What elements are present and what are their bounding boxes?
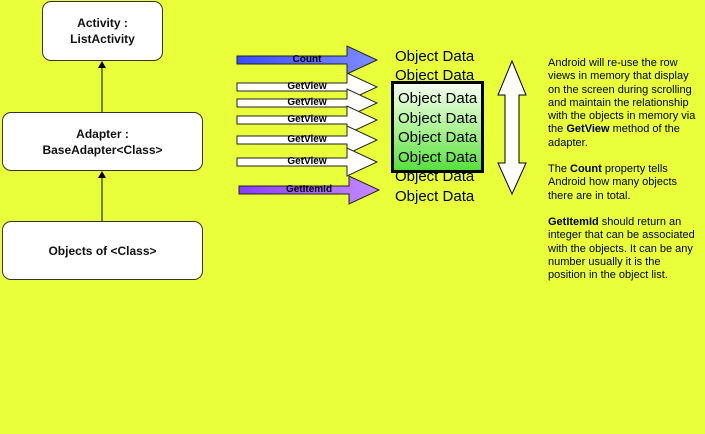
object-data-item: Object Data: [398, 149, 478, 166]
object-data-item: Object Data: [398, 90, 478, 107]
objects-box-label: Objects of <Class>: [48, 243, 157, 258]
count-arrow: [236, 45, 379, 75]
connector-objects-to-adapter: [98, 171, 106, 221]
explanation-paragraph-reuse: Android will re-use the row views in mem…: [548, 57, 696, 149]
scroll-double-arrow-icon: [497, 59, 527, 196]
getview-label: GetView: [287, 81, 327, 92]
visible-rows-frame: Object Data Object Data Object Data Obje…: [391, 81, 484, 173]
adapter-box: Adapter : BaseAdapter<Class>: [2, 112, 203, 171]
getview-label: GetView: [287, 134, 327, 145]
object-data-item: Object Data: [398, 129, 478, 146]
adapter-box-label: Adapter : BaseAdapter<Class>: [42, 126, 163, 157]
object-data-item: Object Data: [395, 188, 475, 205]
object-data-item: Object Data: [395, 168, 475, 185]
getview-label: GetView: [287, 97, 327, 108]
getview-arrow: [236, 88, 379, 118]
explanation-paragraph-count: The Count property tells Android how man…: [548, 163, 678, 202]
getview-arrow: [236, 72, 379, 102]
activity-box-label: Activity : ListActivity: [70, 16, 135, 46]
count-label: Count: [292, 54, 322, 65]
getview-arrow: [236, 105, 379, 135]
activity-box: Activity : ListActivity: [42, 1, 163, 61]
getitemid-arrow: [238, 175, 381, 205]
object-data-item: Object Data: [395, 67, 475, 84]
getview-label: GetView: [287, 114, 327, 125]
explanation-text: Android will re-use the row views in mem…: [548, 57, 700, 295]
getitemid-label: GetItemId: [285, 184, 333, 195]
getview-label: GetView: [287, 156, 327, 167]
getview-arrow: [236, 125, 379, 155]
explanation-paragraph-getitemid: GetItemId should return an integer that …: [548, 215, 695, 282]
objects-box: Objects of <Class>: [2, 221, 203, 280]
object-data-item: Object Data: [398, 110, 478, 127]
object-data-item: Object Data: [395, 48, 475, 65]
connector-adapter-to-activity: [98, 61, 106, 112]
getview-arrow: [236, 147, 379, 177]
